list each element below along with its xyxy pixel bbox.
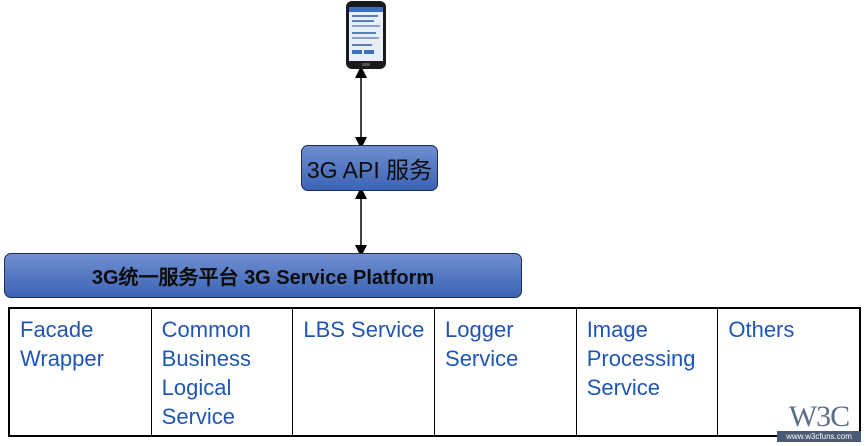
- service-cell-logger: Logger Service: [435, 309, 577, 435]
- service-platform-box: 3G统一服务平台 3G Service Platform: [4, 253, 522, 298]
- service-cell-others: Others: [728, 317, 795, 342]
- services-table: Facade Wrapper Common Business Logical S…: [8, 307, 861, 437]
- smartphone-icon: [346, 1, 386, 69]
- service-platform-label: 3G统一服务平台 3G Service Platform: [91, 267, 435, 289]
- watermark-logo: W3C: [788, 400, 850, 433]
- api-service-box: 3G API 服务: [301, 145, 438, 191]
- service-cell-facade-wrapper: Facade Wrapper: [10, 309, 152, 435]
- service-cell-lbs: LBS Service: [293, 309, 436, 435]
- service-cell-image-processing: Image Processing Service: [577, 309, 719, 435]
- api-service-label: 3G API 服务: [306, 157, 433, 183]
- watermark-url: www.w3cfuns.com: [777, 431, 861, 442]
- watermark: W3C www.w3cfuns.com: [777, 402, 861, 442]
- service-cell-common-business: Common Business Logical Service: [152, 309, 294, 435]
